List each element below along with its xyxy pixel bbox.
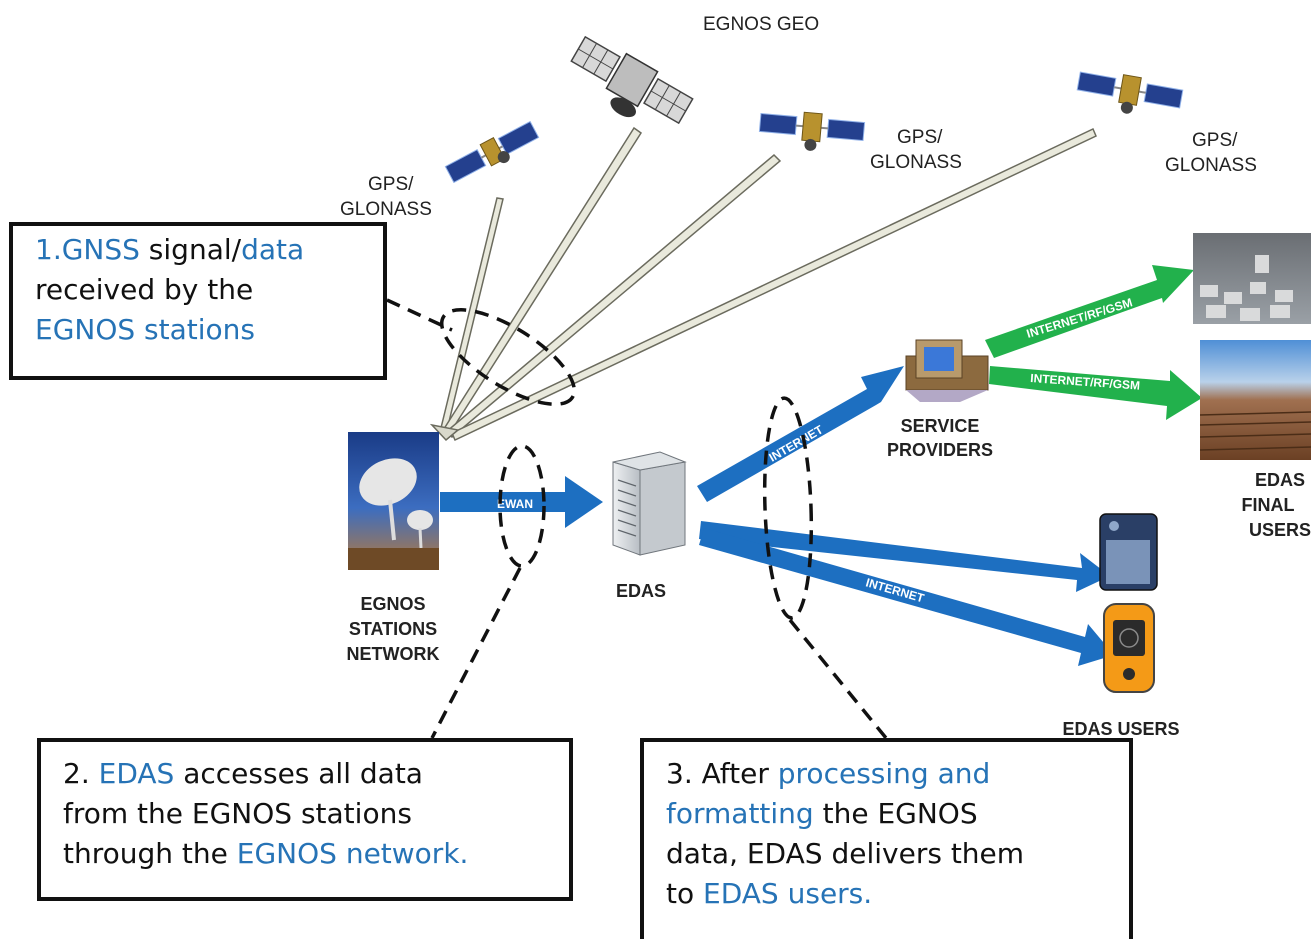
edas-users-term: EDAS users. — [703, 877, 873, 910]
data-arrows — [440, 366, 1114, 666]
gnss-leader — [386, 298, 453, 332]
gps-left-label-1: GPS/ — [368, 174, 414, 195]
gnss-ellipse — [439, 308, 577, 406]
edas-label: EDAS — [616, 581, 666, 601]
delivery-text-2: the EGNOS — [813, 797, 978, 830]
egnos-stations-term: EGNOS stations — [35, 313, 255, 346]
rfgsm-top-label: INTERNET/RF/GSM — [1025, 295, 1134, 341]
traffic-image — [1193, 233, 1311, 324]
field-image — [1199, 340, 1311, 460]
satellite-labels: EGNOS GEO GPS/ GLONASS GPS/ GLONASS GPS/… — [340, 14, 1257, 220]
gnss-term: 1.GNSS — [35, 233, 140, 266]
data-term: data — [241, 233, 305, 266]
egnos-network-term: EGNOS network. — [236, 837, 469, 870]
stations-label-2: STATIONS — [349, 619, 437, 639]
formatting-term: formatting — [666, 797, 814, 830]
internet-ellipse — [762, 396, 814, 620]
satellite-gps-mid-icon — [758, 111, 866, 151]
final-users-label-1: EDAS — [1255, 470, 1305, 490]
providers-label-2: PROVIDERS — [887, 440, 993, 460]
stations-label-3: NETWORK — [347, 644, 440, 664]
beam-gps-mid — [444, 153, 782, 438]
internet-handheld-label: INTERNET — [864, 575, 926, 605]
stations-label-1: EGNOS — [360, 594, 425, 614]
gps-right-label-1: GPS/ — [1192, 130, 1238, 151]
edas-term: EDAS — [98, 757, 175, 790]
antenna-station-image — [348, 432, 439, 570]
handheld-gps-icon — [1103, 603, 1155, 693]
computer-icon — [905, 339, 989, 402]
rfgsm-arrow-top — [985, 265, 1194, 358]
final-users-label-2: FINAL — [1242, 495, 1295, 515]
satellite-gps-right-icon — [1076, 71, 1184, 114]
ewan-ellipse — [498, 444, 546, 568]
ewan-arrow — [440, 476, 603, 528]
signal-beams — [429, 126, 1097, 442]
rfgsm-arrow-bottom — [989, 366, 1202, 420]
satellite-egnos-geo-icon — [570, 35, 694, 125]
delivery-text-3: data, EDAS delivers them — [666, 837, 1025, 870]
edas-server-icon — [612, 451, 687, 556]
edas-access-text-4: through the — [63, 837, 237, 870]
callout-gnss: 1.GNSS signal/data received by the EGNOS… — [9, 222, 387, 380]
node-labels: EGNOS STATIONS NETWORK EDAS SERVICE PROV… — [347, 416, 1311, 739]
processing-term: processing and — [777, 757, 991, 790]
internet-arrow-providers — [697, 366, 904, 502]
rf-arrows — [985, 265, 1202, 420]
final-users-label-3: USERS — [1249, 520, 1311, 540]
ewan-leader — [430, 567, 522, 739]
gnss-text-1: signal/ — [139, 233, 242, 266]
callout-leaders — [386, 298, 888, 740]
delivery-text-1: 3. After — [666, 757, 778, 790]
internet-leader — [788, 618, 888, 740]
internet-arrow-handheld — [699, 528, 1114, 666]
callout-delivery: 3. After processing and formatting the E… — [640, 738, 1133, 939]
satellite-gps-left-icon — [444, 120, 540, 184]
callout-edas-access: 2. EDAS accesses all data from the EGNOS… — [37, 738, 573, 901]
delivery-text-4: to — [666, 877, 704, 910]
egnos-geo-label: EGNOS GEO — [703, 14, 819, 35]
gps-left-label-2: GLONASS — [340, 199, 432, 220]
ewan-label: EWAN — [497, 497, 533, 511]
beam-gps-right — [451, 127, 1097, 442]
rf-labels: INTERNET/RF/GSM INTERNET/RF/GSM — [1025, 295, 1141, 392]
gnss-text-2: received by the — [35, 273, 254, 306]
edas-access-text-2: accesses all data — [174, 757, 423, 790]
navigation-device-icon — [1099, 513, 1158, 591]
gps-right-label-2: GLONASS — [1165, 155, 1257, 176]
gps-mid-label-2: GLONASS — [870, 152, 962, 173]
edas-access-text-3: from the EGNOS stations — [63, 797, 412, 830]
edas-users-label: EDAS USERS — [1062, 719, 1179, 739]
providers-label-1: SERVICE — [901, 416, 980, 436]
edas-access-text-1: 2. — [63, 757, 99, 790]
internet-arrow-device — [699, 521, 1110, 592]
gps-mid-label-1: GPS/ — [897, 127, 943, 148]
